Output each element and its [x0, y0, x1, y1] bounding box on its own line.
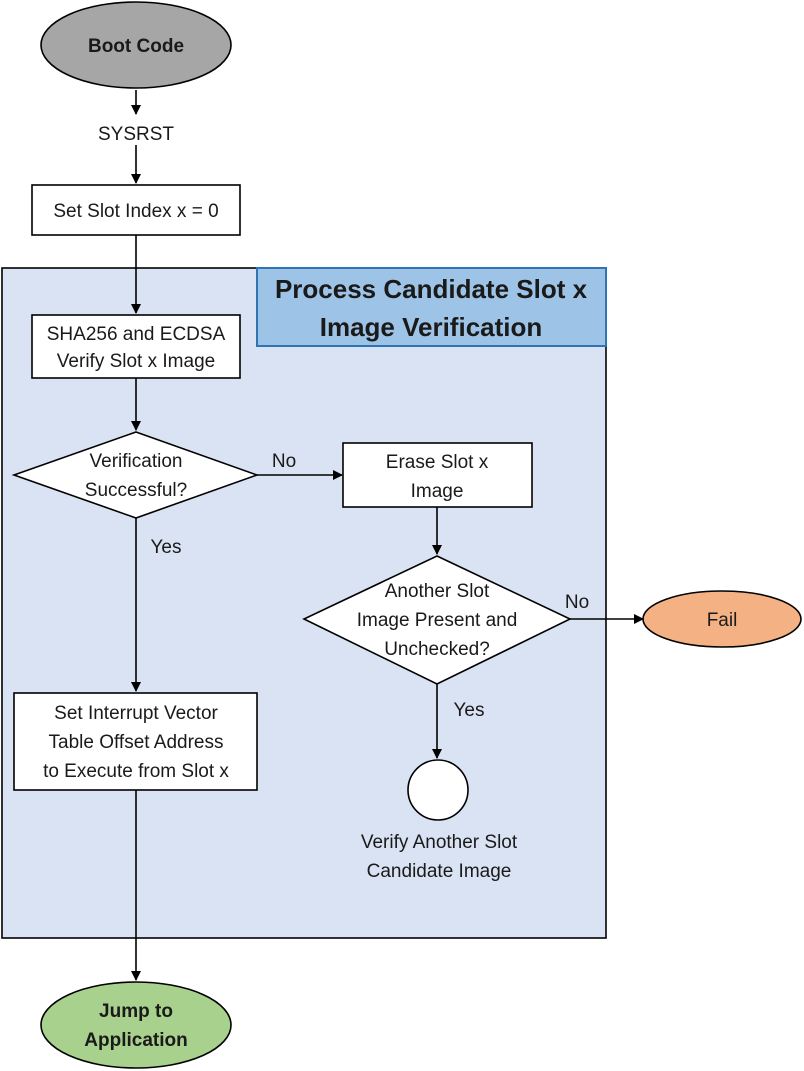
set-vector-table-node [13, 692, 258, 791]
connector-circle [407, 759, 469, 821]
erase-slot-line-1: Erase Slot x [386, 452, 489, 473]
sysrst-label: SYSRST [98, 124, 174, 145]
group-title-line-1: Process Candidate Slot x [275, 274, 588, 304]
another-slot-line-2: Image Present and [357, 610, 518, 631]
verification-decision-line-1: Verification [90, 451, 183, 472]
another-slot-line-1: Another Slot [385, 581, 490, 602]
erase-slot-line-2: Image [411, 481, 464, 502]
verify-another-line-1: Verify Another Slot [361, 832, 518, 853]
fail-node [642, 590, 802, 648]
set-vector-table-line-1: Set Interrupt Vector [54, 703, 218, 724]
label-another-no: No [565, 592, 589, 613]
another-slot-line-3: Unchecked? [384, 639, 490, 660]
jump-to-application-node [40, 981, 232, 1069]
set-slot-index-node [31, 184, 241, 236]
label-verification-no: No [272, 451, 296, 472]
boot-code-label: Boot Code [88, 36, 184, 57]
boot-code-node [40, 1, 232, 89]
label-another-yes: Yes [454, 700, 485, 721]
fail-label: Fail [707, 610, 738, 631]
another-slot-decision-node [302, 555, 572, 685]
verify-image-node [31, 314, 241, 379]
label-verification-yes: Yes [151, 537, 182, 558]
verification-decision-line-2: Successful? [85, 480, 187, 501]
verification-decision-node [11, 431, 260, 519]
group-title-box [256, 267, 607, 347]
verify-image-line-2: Verify Slot x Image [57, 351, 215, 372]
erase-slot-node [342, 442, 533, 508]
jump-to-application-line-1: Jump to [99, 1001, 173, 1022]
jump-to-application-line-2: Application [84, 1030, 187, 1051]
verify-image-line-1: SHA256 and ECDSA [47, 324, 226, 345]
set-vector-table-line-3: to Execute from Slot x [43, 761, 229, 782]
group-title-line-2: Image Verification [320, 312, 543, 342]
set-slot-index-label: Set Slot Index x = 0 [53, 201, 218, 222]
set-vector-table-line-2: Table Offset Address [49, 732, 224, 753]
verify-another-line-2: Candidate Image [367, 861, 512, 882]
